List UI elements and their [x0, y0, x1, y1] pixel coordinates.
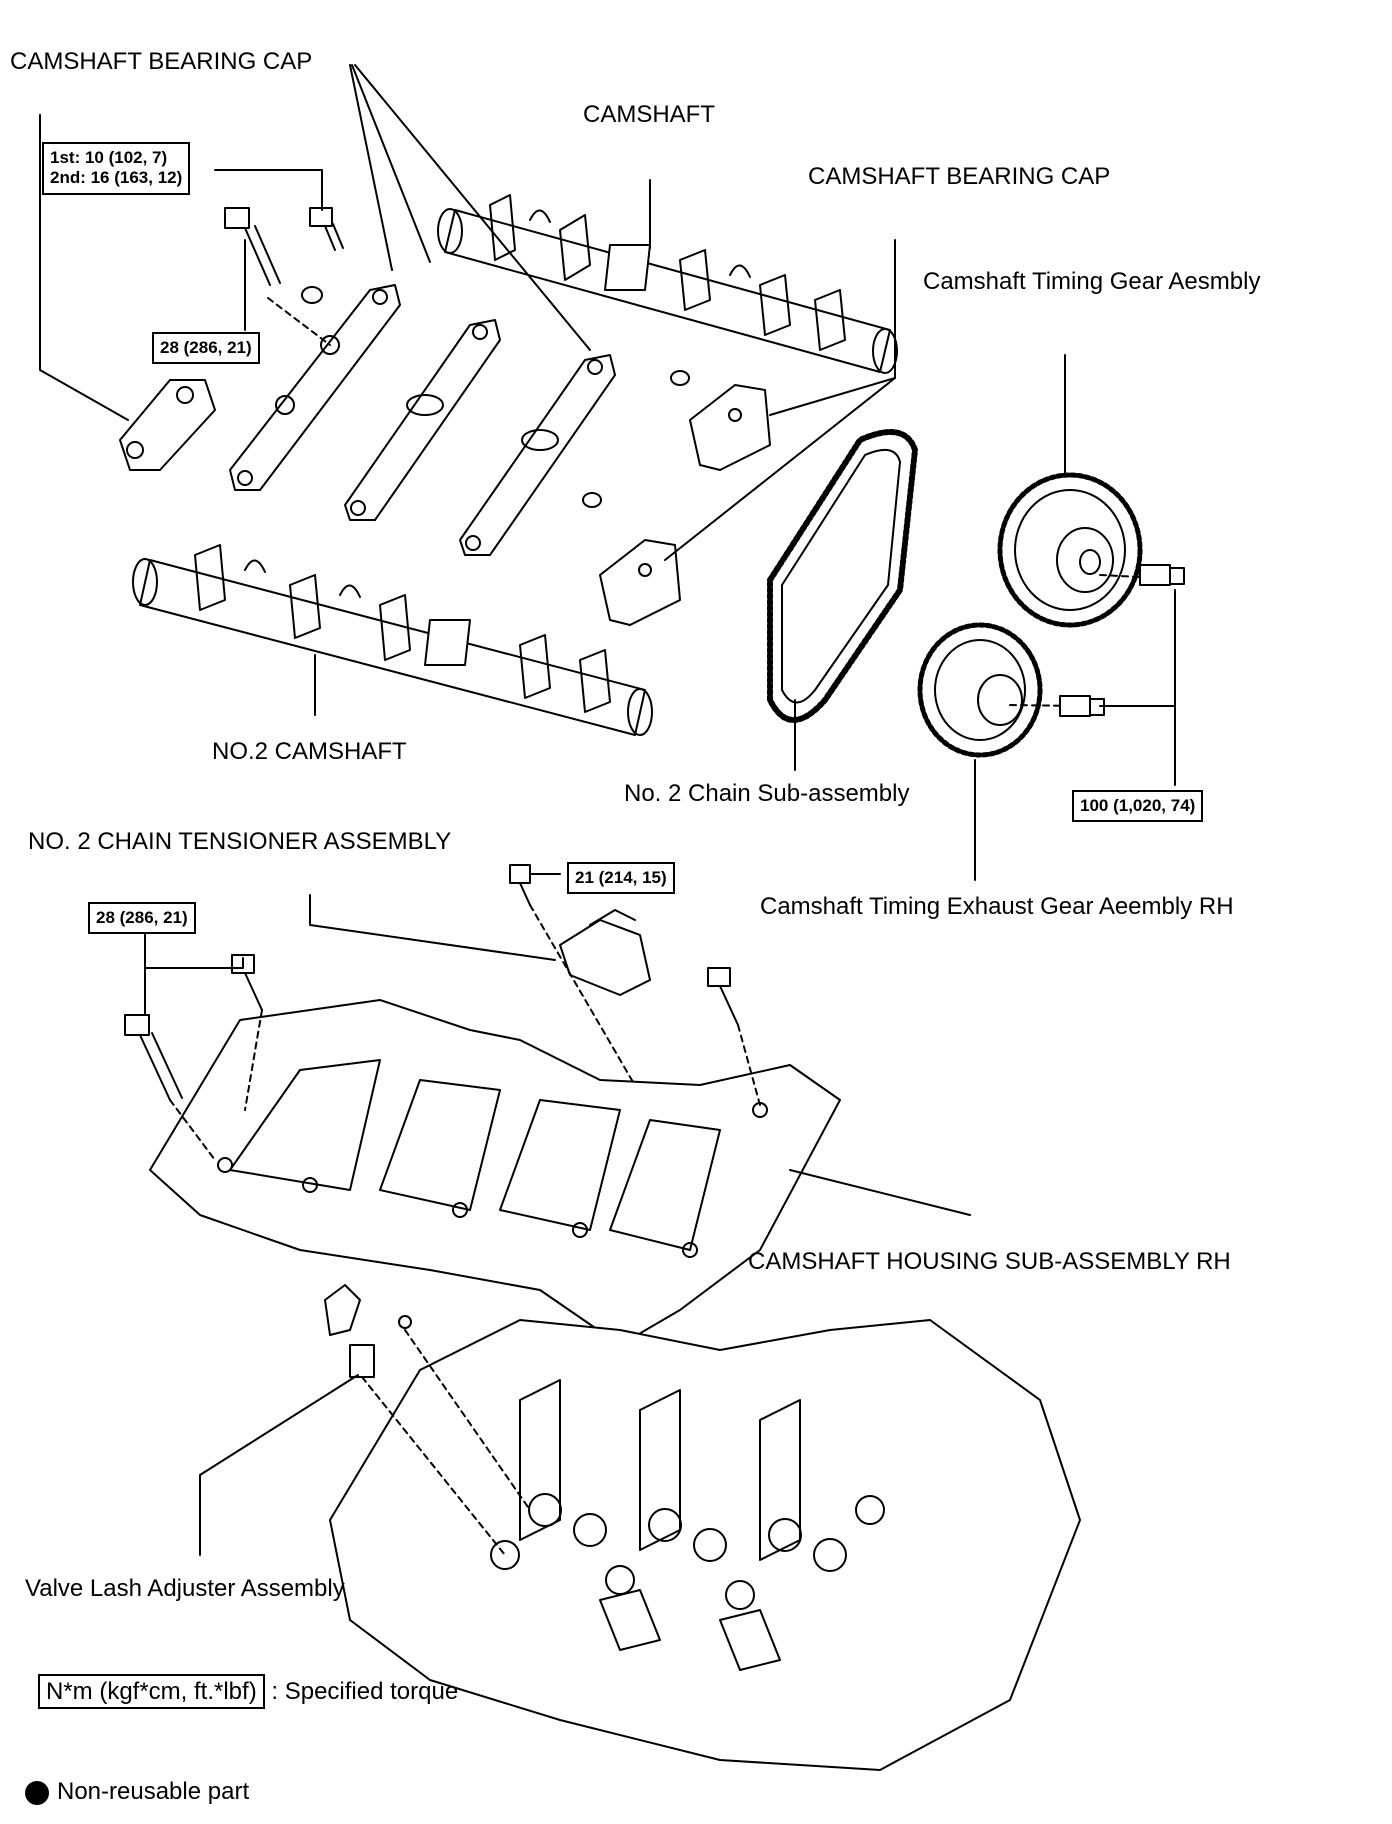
cap3-leader [354, 64, 591, 351]
label-no2-camshaft: NO.2 CAMSHAFT [212, 738, 407, 765]
torque-box-cap-bolt-long: 28 (286, 21) [152, 332, 260, 365]
cap-bolt-short [309, 207, 344, 251]
lash-adjuster-part [349, 1344, 506, 1556]
label-camshaft-bearing-cap-right: CAMSHAFT BEARING CAP [808, 163, 1111, 190]
lash-adjuster-leader [199, 1374, 359, 1556]
label-camshaft-bearing-cap-left: CAMSHAFT BEARING CAP [10, 48, 313, 75]
long-bearing-cap-3 [459, 354, 616, 556]
camshaft-part [437, 194, 898, 374]
cap2-leader [351, 64, 431, 263]
label-timing-gear: Camshaft Timing Gear Aesmbly [923, 268, 1261, 295]
no2-chain-part [767, 429, 918, 723]
cap-right-leader-2 [664, 377, 896, 561]
long-bearing-cap-1 [229, 284, 401, 491]
legend-nonreusable: Non-reusable part [25, 1780, 249, 1805]
torque-box-gear-bolts: 100 (1,020, 74) [1072, 790, 1204, 823]
label-camshaft-housing: CAMSHAFT HOUSING SUB-ASSEMBLY RH [748, 1248, 1231, 1275]
small-bearing-cap-right-bottom [599, 539, 681, 626]
long-bearing-cap-2 [344, 319, 501, 521]
cylinder-head-part [329, 1319, 1081, 1771]
torque-second-stage: 2nd: 16 (163, 12) [50, 168, 183, 188]
cap1-leader [349, 64, 393, 271]
label-chain-tensioner: NO. 2 CHAIN TENSIONER ASSEMBLY [28, 828, 452, 855]
legend-torque-unit: N*m (kgf*cm, ft.*lbf) [38, 1674, 265, 1709]
label-exhaust-gear: Camshaft Timing Exhaust Gear Aeembly RH [760, 893, 1234, 920]
cap-bolt-long [224, 207, 281, 286]
tensioner-leader [309, 894, 556, 961]
housing-bolt-right [707, 967, 739, 1026]
cap-left-leader [39, 114, 129, 421]
torque1-leader [214, 169, 323, 211]
torque-first-stage: 1st: 10 (102, 7) [50, 148, 168, 167]
small-bearing-cap-left [119, 379, 216, 471]
label-camshaft: CAMSHAFT [583, 101, 715, 128]
small-bearing-cap-right-top [689, 384, 771, 471]
torque-box-housing-bolts: 28 (286, 21) [88, 902, 196, 935]
no2-camshaft-part [132, 544, 653, 736]
housing-bolt-mid [231, 954, 263, 1011]
label-valve-lash-adjuster: Valve Lash Adjuster Assembly [25, 1575, 345, 1602]
legend-nonreusable-text: Non-reusable part [57, 1778, 250, 1805]
tensioner-bolt [509, 864, 531, 906]
gear-bolt-1 [1099, 564, 1185, 586]
housing-leader [789, 1169, 971, 1216]
legend-torque-desc: : Specified torque [271, 1678, 459, 1705]
camshaft-housing-part [149, 999, 841, 1346]
legend-torque: N*m (kgf*cm, ft.*lbf) : Specified torque [38, 1674, 459, 1709]
nonreusable-dot-icon [25, 1780, 49, 1805]
exhaust-gear-assembly [917, 622, 1043, 758]
rocker-arm-part [324, 1284, 531, 1511]
torque-box-cap-bolt: 1st: 10 (102, 7) 2nd: 16 (163, 12) [42, 142, 191, 195]
housing-bolt-left [124, 1014, 183, 1101]
torque-box-tensioner-bolt: 21 (214, 15) [567, 862, 675, 895]
label-no2-chain: No. 2 Chain Sub-assembly [624, 780, 910, 807]
timing-gear-assembly [997, 472, 1143, 628]
tensioner-part [559, 909, 651, 996]
